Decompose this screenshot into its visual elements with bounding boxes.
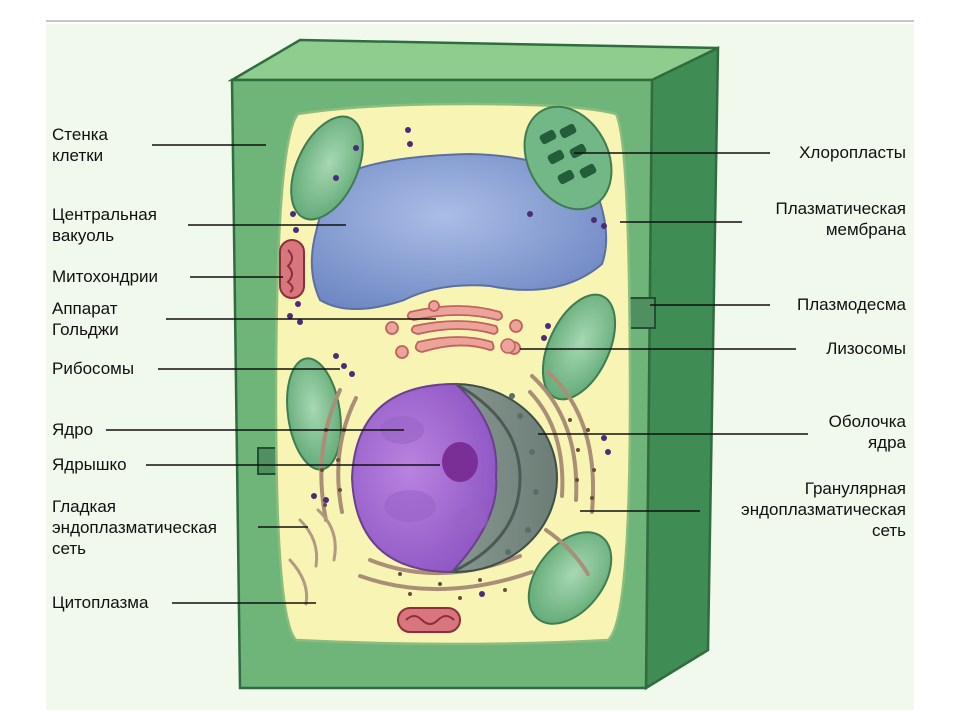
slide-top-rule: [46, 20, 914, 22]
lysosome: [500, 338, 516, 354]
label-plasmodesma: Плазмодесма: [797, 295, 906, 314]
label-nucleus: Ядро: [52, 420, 94, 439]
label-chloroplasts: Хлоропласты: [799, 143, 906, 162]
er-ribosomes: [320, 418, 596, 600]
smooth-er: [288, 508, 337, 606]
mitochondria: [279, 239, 461, 633]
leader-lines: [106, 144, 808, 604]
central-vacuole: [310, 152, 608, 310]
label-ribosomes: Рибосомы: [52, 359, 135, 378]
label-nucleolus: Ядрышко: [52, 455, 127, 474]
nucleolus: [442, 442, 478, 482]
label-cytoplasm: Цитоплазма: [52, 593, 149, 612]
ribosomes: [287, 127, 611, 597]
label-mitochondria: Митохондрии: [52, 267, 159, 286]
chloroplasts: [286, 105, 617, 625]
label-lysosomes: Лизосомы: [826, 339, 906, 358]
